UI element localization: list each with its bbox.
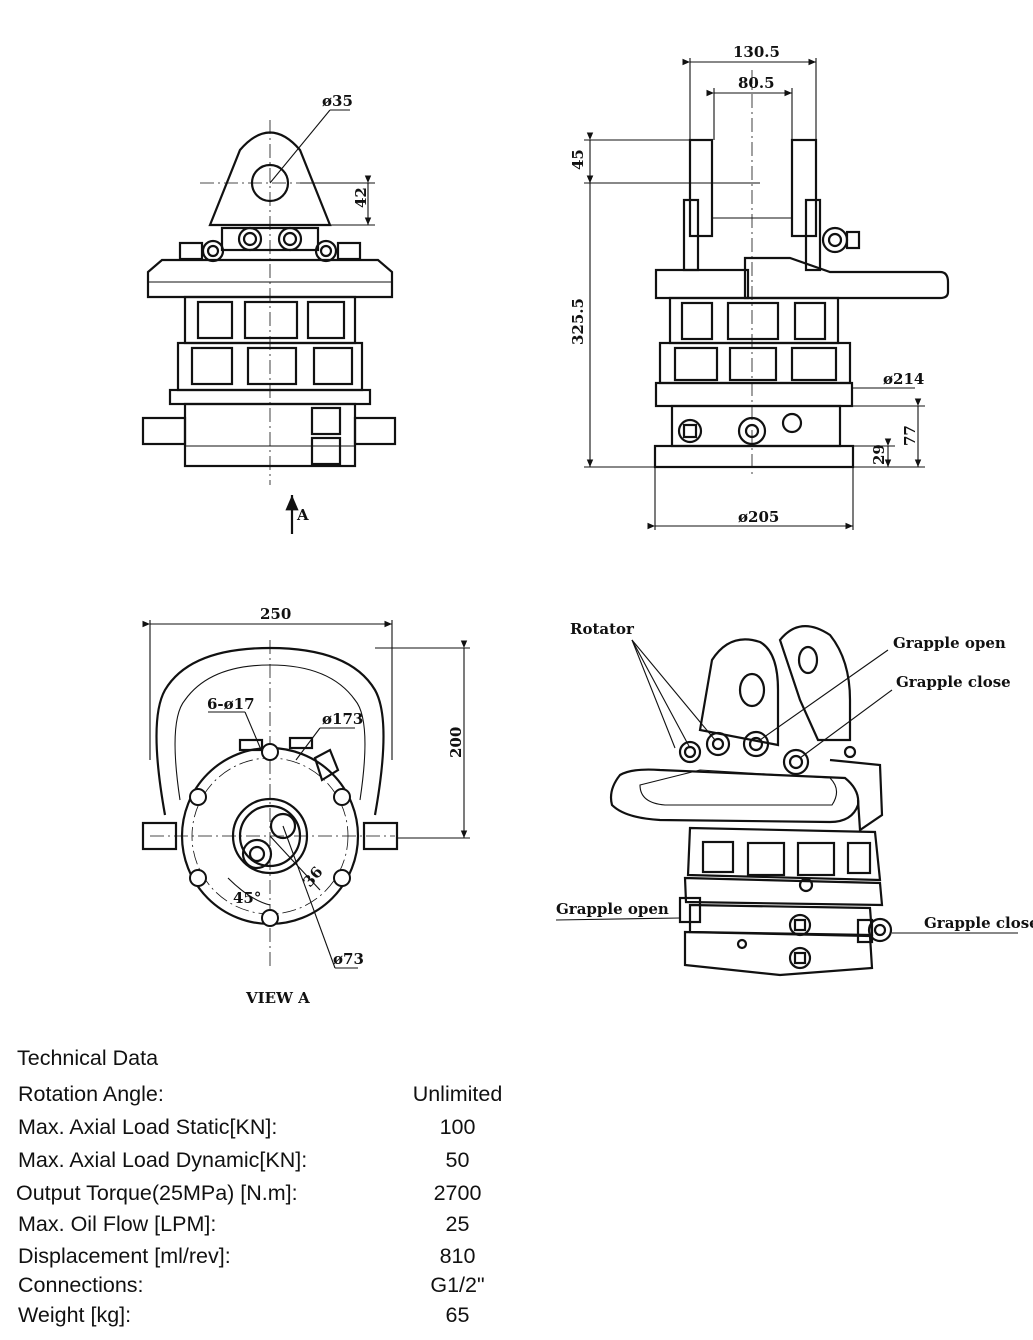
spec-value: Unlimited xyxy=(412,1082,503,1106)
spec-label: Max. Axial Load Dynamic[KN]: xyxy=(18,1148,308,1172)
spec-value: 50 xyxy=(445,1148,470,1172)
spec-row: Output Torque(25MPa) [N.m]: 2700 xyxy=(0,1181,560,1211)
bottom-view: 250 200 6-ø17 ø173 36 ø73 45° VIEW A xyxy=(141,605,470,1007)
spec-label: Weight [kg]: xyxy=(18,1303,132,1327)
spec-row: Max. Axial Load Static[KN]: 100 xyxy=(0,1115,560,1145)
dim-width-inner: 80.5 xyxy=(738,74,775,92)
callout-rotator: Rotator xyxy=(570,620,635,638)
dim-bottom-depth: 200 xyxy=(447,727,465,758)
spec-value: 25 xyxy=(445,1212,470,1236)
spec-value: 100 xyxy=(439,1115,476,1139)
dim-flange-diameter: ø214 xyxy=(883,370,924,388)
callout-grapple-open-left: Grapple open xyxy=(556,900,669,918)
dim-bolt-circle: ø173 xyxy=(322,710,363,728)
spec-row: Max. Axial Load Dynamic[KN]: 50 xyxy=(0,1148,560,1178)
spec-value: 810 xyxy=(439,1244,476,1268)
callout-grapple-close-top: Grapple close xyxy=(896,673,1011,691)
dim-center-distance: 36 xyxy=(299,863,326,891)
dim-lower-height: 77 xyxy=(901,425,919,446)
dim-base-diameter: ø205 xyxy=(738,508,779,526)
spec-row: Connections: G1/2" xyxy=(0,1273,560,1303)
spec-label: Displacement [ml/rev]: xyxy=(18,1244,231,1268)
spec-row: Weight [kg]: 65 xyxy=(0,1303,560,1333)
spec-label: Rotation Angle: xyxy=(18,1082,164,1106)
spec-row: Max. Oil Flow [LPM]: 25 xyxy=(0,1212,560,1242)
spec-label: Output Torque(25MPa) [N.m]: xyxy=(16,1181,298,1205)
callout-grapple-close-right: Grapple close xyxy=(924,914,1033,932)
spec-label: Connections: xyxy=(18,1273,144,1297)
callout-grapple-open-top: Grapple open xyxy=(893,634,1006,652)
spec-label: Max. Oil Flow [LPM]: xyxy=(18,1212,217,1236)
dim-angle: 45° xyxy=(233,889,261,907)
spec-row: Rotation Angle: Unlimited xyxy=(0,1082,560,1112)
hydraulic-fitting-icon xyxy=(178,226,362,263)
dim-eye-height: 45 xyxy=(569,149,587,170)
dim-base-height: 29 xyxy=(870,444,888,465)
front-view: ø35 42 A xyxy=(141,92,397,534)
technical-drawing: ø35 42 A xyxy=(141,43,1033,1007)
spec-row: Displacement [ml/rev]: 810 xyxy=(0,1244,560,1274)
view-a-label: VIEW A xyxy=(245,989,310,1007)
dim-total-height: 325.5 xyxy=(569,298,587,345)
spec-label: Max. Axial Load Static[KN]: xyxy=(18,1115,278,1139)
dim-bore: ø35 xyxy=(322,92,353,110)
dim-width-outer: 130.5 xyxy=(733,43,780,61)
dim-bottom-width: 250 xyxy=(260,605,291,623)
spec-value: 65 xyxy=(445,1303,470,1327)
spec-value: 2700 xyxy=(433,1181,482,1205)
isometric-view: Rotator Grapple open Grapple close Grapp… xyxy=(555,620,1033,977)
dim-hub-diameter: ø73 xyxy=(333,950,364,968)
dim-eye-offset: 42 xyxy=(352,187,370,208)
view-arrow-label: A xyxy=(296,506,309,524)
dim-holes: 6-ø17 xyxy=(207,695,255,713)
side-view: 130.5 80.5 45 325.5 ø214 77 29 ø205 xyxy=(569,43,950,530)
technical-data-title: Technical Data xyxy=(17,1046,159,1070)
spec-value: G1/2" xyxy=(430,1273,485,1297)
